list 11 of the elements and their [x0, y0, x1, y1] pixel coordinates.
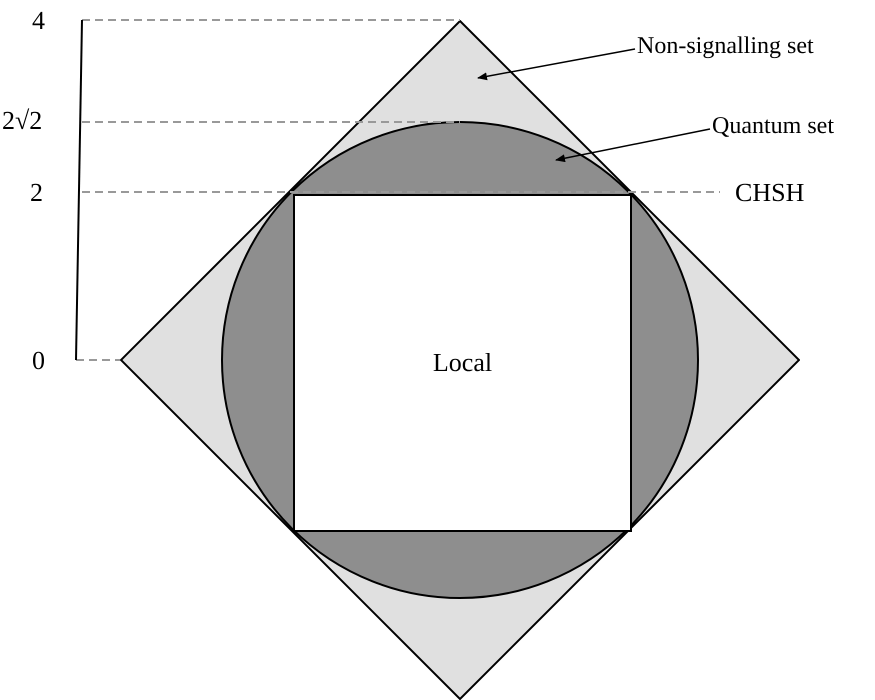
line-label: CHSH	[735, 180, 804, 206]
square-region	[293, 194, 632, 532]
axis-value: 2	[30, 180, 43, 206]
axis-value: 0	[32, 348, 45, 374]
region-label: Local	[432, 348, 492, 378]
leader-line	[555, 128, 710, 162]
set-label: Non-signalling set	[637, 33, 814, 60]
axis-value: 2√2	[2, 108, 42, 134]
axis-value: 4	[32, 8, 45, 34]
leader-line	[477, 48, 636, 80]
set-label: Quantum set	[712, 113, 834, 140]
